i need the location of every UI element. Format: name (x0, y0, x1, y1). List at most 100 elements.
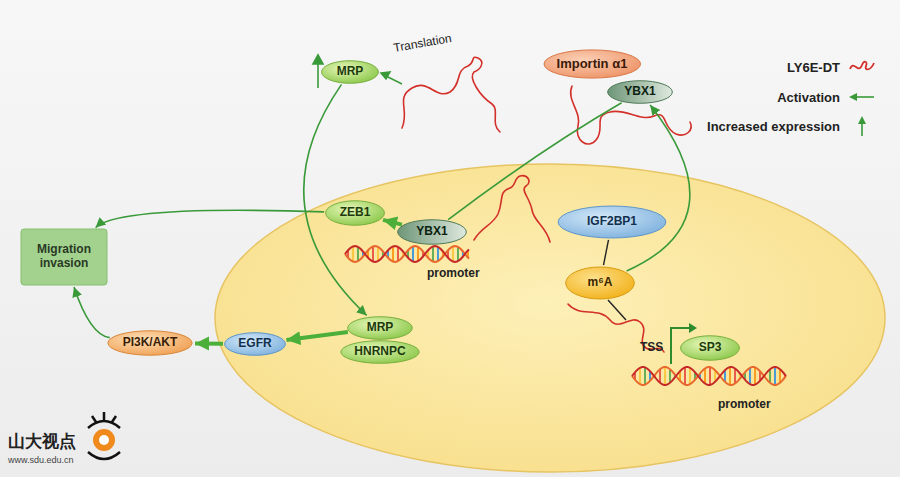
translation-arrow-head (381, 72, 390, 79)
logo-eye (93, 429, 115, 451)
helix-rung (397, 247, 399, 261)
helix-rung (392, 246, 394, 261)
node-shape (225, 333, 286, 356)
legend-sample (848, 57, 878, 79)
protein-ellipse: ZEB1 (325, 200, 385, 226)
helix-rung (659, 369, 661, 383)
helix-strand (632, 367, 786, 385)
legend-row: Activation (560, 88, 840, 108)
connector (604, 240, 609, 265)
node-label: MRP (337, 65, 364, 79)
helix-rung (457, 247, 459, 261)
helix-rung (452, 246, 454, 261)
legend-text: LY6E-DT (787, 60, 840, 75)
node-label: YBX1 (416, 225, 447, 239)
legend-row: Increased expression (560, 117, 840, 137)
node-label: IGF2BP1 (587, 215, 637, 229)
tss-arrow-head (689, 323, 697, 333)
node-label: ZEB1 (340, 206, 371, 220)
helix-rung (774, 367, 776, 385)
node-shape (398, 220, 467, 244)
helix-rung (437, 247, 439, 261)
helix-rung (432, 246, 434, 261)
connector (383, 220, 402, 225)
lncrna-strand (571, 86, 691, 144)
connector (96, 210, 325, 227)
protein-ellipse: YBX1 (607, 80, 673, 104)
receptor-ellipse: EGFR (224, 332, 286, 356)
helix-rung (669, 369, 671, 383)
connector (286, 332, 348, 340)
dna-helices (345, 246, 786, 385)
process-label: Translation (392, 31, 452, 55)
helix-rung (684, 367, 686, 384)
helix-rung (749, 368, 751, 384)
pathway-ellipse: PI3K/AKT (107, 330, 193, 356)
node-shape (681, 336, 740, 360)
helix-strand (345, 246, 469, 262)
lncrna-strand (474, 176, 550, 242)
node-label: Importin α1 (557, 57, 628, 72)
helix-rung (754, 367, 756, 384)
helix-rung (357, 247, 359, 261)
node-label: YBX1 (624, 85, 655, 99)
protein-ellipse: MRP (321, 60, 379, 84)
legend-sample (848, 87, 878, 109)
logo-rays (88, 412, 120, 459)
translation-arrow (381, 72, 402, 84)
helix-rung (417, 247, 419, 261)
node-label: SP3 (699, 341, 722, 355)
helix-rung (704, 368, 706, 383)
region-label: promoter (718, 397, 771, 411)
helix-rung (689, 368, 691, 384)
node-label: EGFR (238, 337, 271, 351)
node-shape (558, 206, 666, 238)
modification-ellipse: m⁶A (565, 266, 635, 300)
helix-rung (352, 246, 354, 261)
protein-ellipse: Importin α1 (543, 49, 642, 79)
node-label: HNRNPC (354, 345, 405, 359)
helix-strand (632, 367, 786, 385)
legend-row: LY6E-DT (560, 58, 840, 78)
node-shape (348, 317, 413, 340)
helix-rung (664, 367, 666, 385)
connector (627, 105, 690, 271)
node-shape (608, 81, 673, 104)
node-label: m⁶A (588, 276, 613, 290)
watermark: www.sdu.edu.cn (8, 455, 74, 465)
node-shape (108, 331, 192, 355)
m6a-site-line (608, 300, 626, 320)
helix-rung (639, 368, 641, 384)
helix-rung (412, 246, 414, 261)
helix-rung (729, 367, 731, 385)
translation-arrow-shaft (386, 76, 402, 84)
helix-rung (769, 369, 771, 383)
lncrna-strands (402, 57, 691, 352)
helix-rung (644, 367, 646, 384)
helix-rung (734, 368, 736, 383)
protein-ellipse: YBX1 (397, 219, 467, 245)
nucleus (215, 164, 885, 472)
protein-ellipse: MRP (347, 316, 413, 340)
helix-rung (709, 367, 711, 385)
helix-rung (779, 369, 781, 383)
connector (448, 103, 621, 220)
node-label: PI3K/AKT (123, 336, 178, 350)
helix-strand (345, 246, 469, 262)
node-shape (566, 267, 635, 299)
increase-arrow-shaft (317, 62, 319, 88)
lncrna-strand (402, 57, 500, 132)
node-label: MRP (367, 321, 394, 335)
legend-text: Activation (777, 90, 840, 105)
protein-ellipse: HNRNPC (340, 340, 420, 364)
increase-arrow-head (313, 55, 323, 64)
connector (74, 287, 110, 338)
node-shape (326, 201, 385, 225)
legend-sample (848, 116, 878, 138)
node-shape (341, 341, 419, 364)
watermark: 山大视点 (8, 430, 76, 453)
node-shape (544, 50, 641, 78)
node-label: Migration invasion (28, 243, 100, 271)
logo-icon (88, 412, 120, 459)
